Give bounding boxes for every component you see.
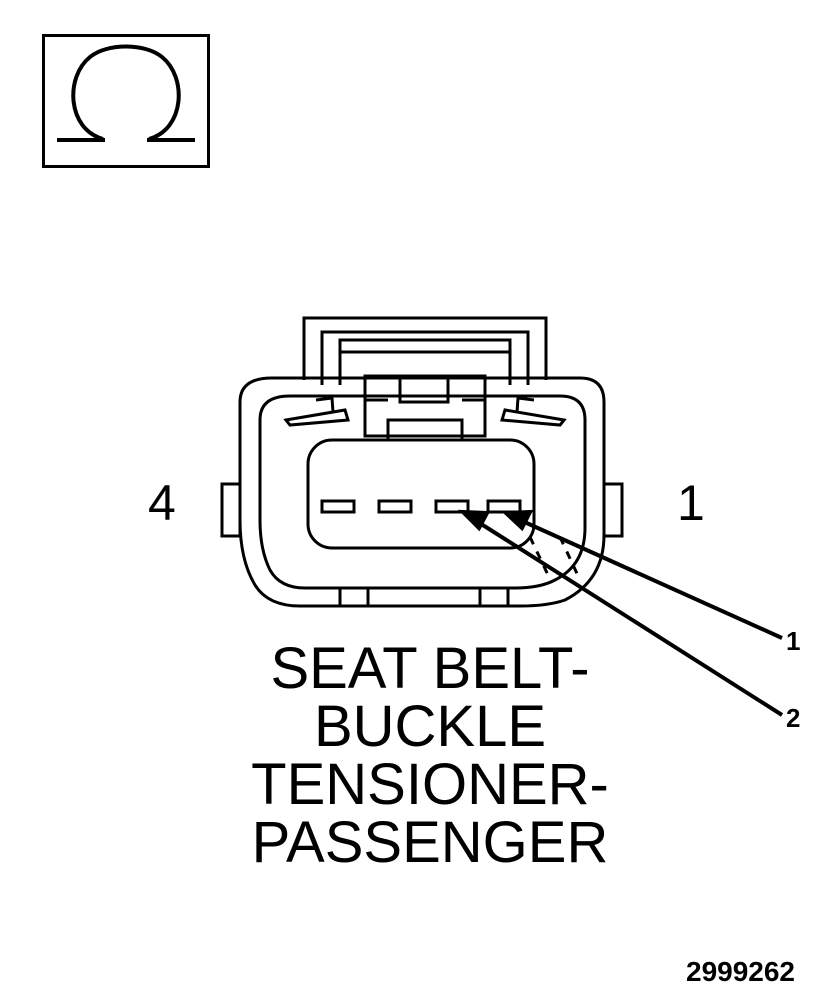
- pin-4-label: 4: [148, 475, 176, 531]
- callout-2-label: 2: [786, 703, 801, 733]
- callout-1-label: 1: [786, 626, 801, 656]
- figure-id: 2999262: [686, 956, 796, 987]
- ohm-omega-icon: [57, 44, 195, 142]
- title-line-1: SEAT BELT-: [270, 636, 590, 701]
- title-line-3: TENSIONER-: [251, 752, 609, 817]
- title-line-4: PASSENGER: [251, 810, 609, 875]
- title-line-2: BUCKLE: [313, 694, 547, 759]
- pin-1-label: 1: [677, 475, 705, 531]
- ohm-symbol-box: [42, 34, 210, 168]
- connector-title: SEAT BELT- BUCKLE TENSIONER- PASSENGER: [180, 640, 680, 872]
